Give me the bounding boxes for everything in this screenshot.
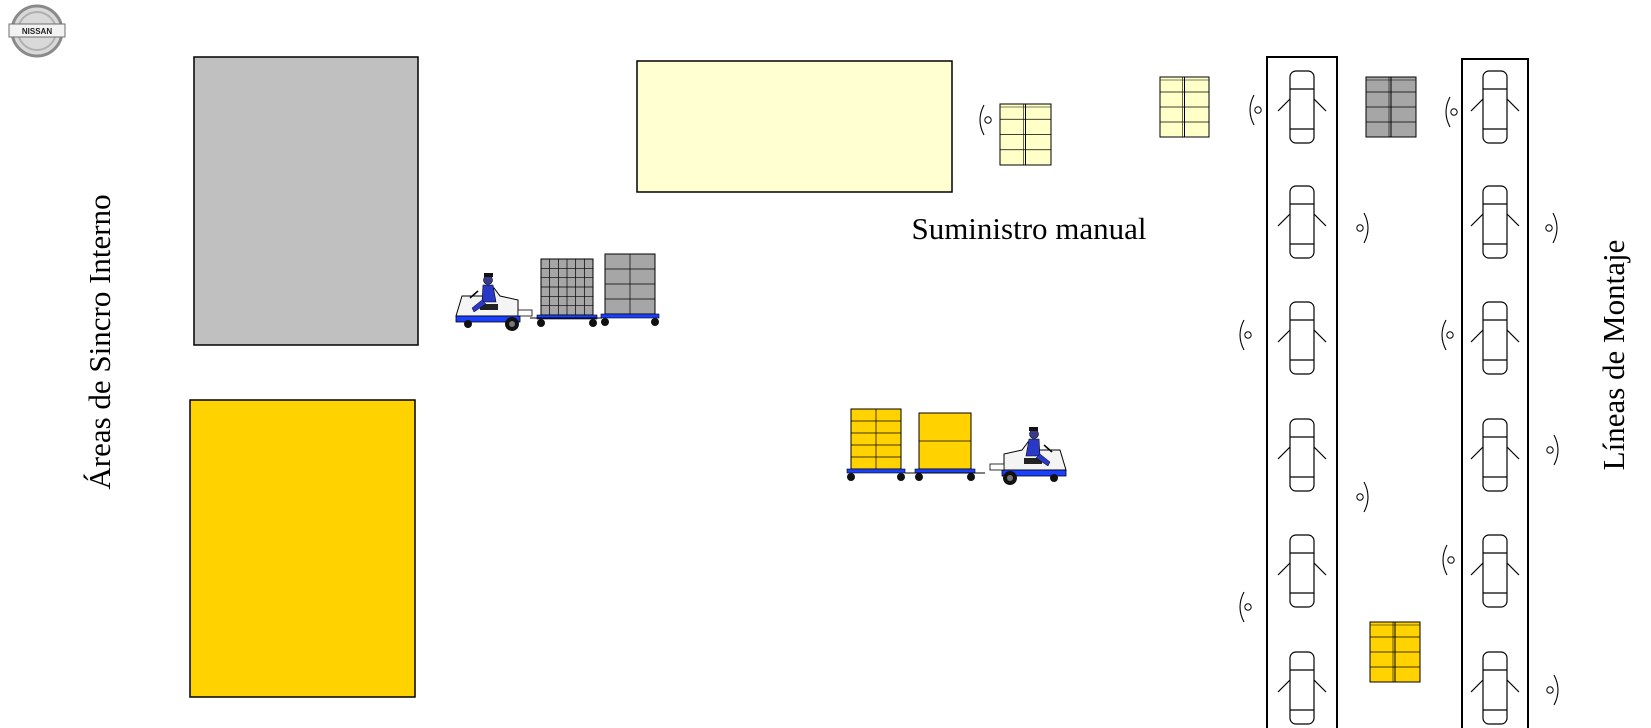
operator-markers (979, 94, 1559, 706)
logo-text: NISSAN (22, 27, 52, 36)
gray-sincro-area (193, 56, 419, 346)
sincro-area-label: Áreas de Sincro Interno (82, 194, 117, 489)
tugger-cart (536, 258, 598, 327)
operator-icon (1546, 434, 1559, 466)
part-racks (999, 76, 1421, 683)
car-top-view (1470, 534, 1520, 608)
operator-icon (1356, 212, 1369, 244)
tugger-vehicle (455, 273, 533, 331)
car-top-view (1470, 651, 1520, 725)
tugger-cart (600, 253, 660, 326)
operator-icon (1546, 674, 1559, 706)
cream-storage-area (636, 60, 953, 193)
car-top-view (1277, 301, 1327, 375)
car-top-view (1277, 70, 1327, 144)
operator-icon (1442, 544, 1455, 576)
tugger-cart (846, 408, 906, 481)
parts-rack (1365, 76, 1417, 138)
operator-icon (1249, 94, 1262, 126)
car-top-view (1470, 70, 1520, 144)
tugger-train-yellow (846, 408, 1067, 485)
operator-icon (1545, 212, 1558, 244)
assembly-lane-1 (1266, 56, 1338, 728)
car-top-view (1277, 185, 1327, 259)
operator-icon (1356, 481, 1369, 513)
car-top-view (1277, 418, 1327, 492)
lane-2-cars (1470, 70, 1520, 725)
car-top-view (1277, 651, 1327, 725)
car-top-view (1470, 301, 1520, 375)
car-top-view (1277, 534, 1327, 608)
car-top-view (1470, 185, 1520, 259)
operator-icon (1441, 319, 1454, 351)
parts-rack (999, 103, 1052, 166)
operator-icon (1445, 96, 1458, 128)
tugger-cart (914, 412, 976, 481)
assembly-lines-label: Líneas de Montaje (1596, 240, 1631, 471)
manual-supply-label: Suministro manual (911, 211, 1146, 246)
car-top-view (1470, 418, 1520, 492)
operator-icon (1239, 319, 1252, 351)
tugger-train-gray (455, 253, 660, 331)
operator-icon (1239, 591, 1252, 623)
lane-1-cars (1277, 70, 1327, 725)
operator-icon (979, 104, 992, 136)
parts-rack (1369, 621, 1421, 683)
nissan-logo: NISSAN (8, 4, 66, 58)
assembly-lane-2 (1461, 58, 1529, 728)
tugger-vehicle (989, 427, 1067, 485)
parts-rack (1159, 76, 1210, 138)
yellow-sincro-area (189, 399, 416, 698)
